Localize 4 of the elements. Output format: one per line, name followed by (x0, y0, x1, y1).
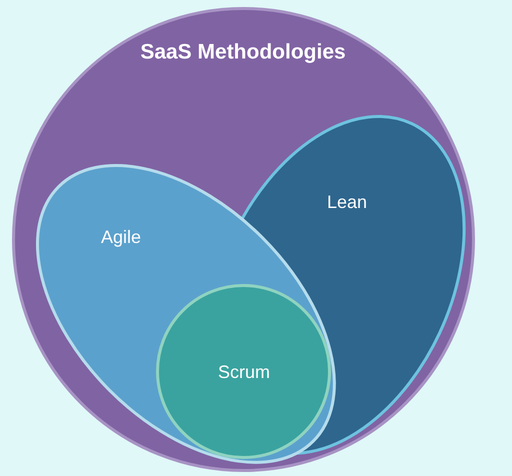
set-title: SaaS Methodologies (140, 40, 346, 64)
set-label: Lean (326, 193, 367, 213)
set-label: Scrum (218, 363, 270, 383)
set-label: Agile (100, 228, 141, 248)
